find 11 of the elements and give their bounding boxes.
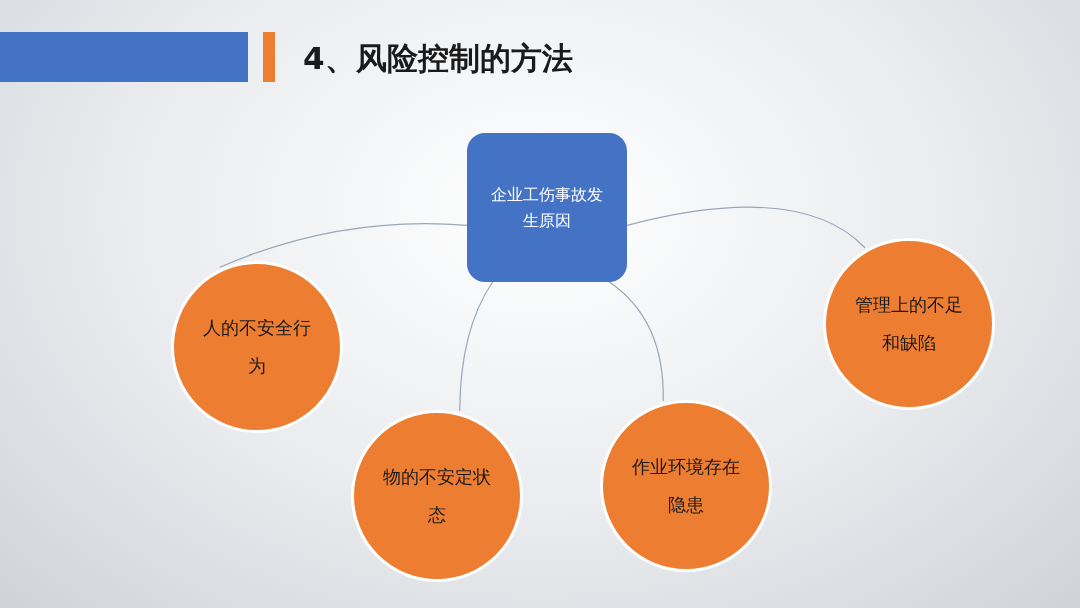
connector-line bbox=[459, 281, 494, 412]
box-text: 企业工伤事故发生原因 bbox=[491, 183, 603, 232]
circle-text: 作业环境存在隐患 bbox=[631, 455, 741, 517]
title: 4、风险控制的方法 bbox=[303, 39, 573, 78]
connector-line bbox=[608, 281, 664, 402]
connector-line bbox=[626, 206, 866, 249]
cause-box bbox=[467, 133, 627, 282]
connector-line bbox=[219, 223, 468, 268]
circle-text: 管理上的不足和缺陷 bbox=[854, 293, 964, 355]
circle-text: 物的不安定状态 bbox=[382, 465, 492, 527]
circle-text: 人的不安全行为 bbox=[202, 316, 312, 378]
